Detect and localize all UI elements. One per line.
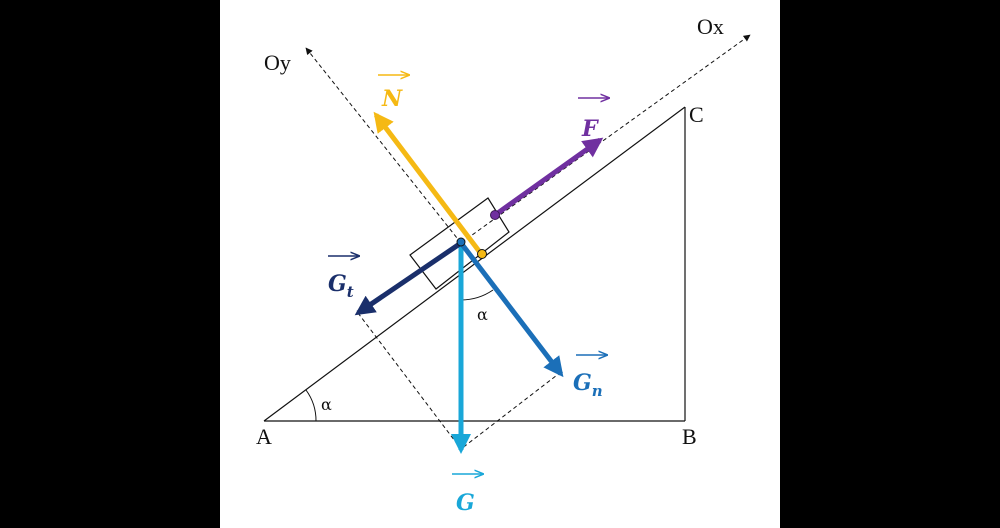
svg-text:F: F: [581, 116, 599, 142]
label-axis-oy: Oy: [264, 50, 291, 75]
canvas-background: [220, 0, 780, 528]
projection-dash-normal: [460, 371, 562, 450]
normal-force-arrow: [373, 111, 484, 257]
label-normal-vector: N: [378, 75, 409, 112]
angle-arc-base: [305, 389, 317, 422]
projection-dash-tangent: [357, 312, 462, 450]
label-angle-block: α: [477, 305, 488, 324]
svg-text:G: G: [456, 490, 475, 516]
applied-force-arrow: [493, 137, 604, 218]
label-force-vector: F: [578, 98, 609, 142]
label-gravity-normal-vector: Gn: [573, 355, 607, 400]
svg-text:Gt: Gt: [328, 271, 354, 301]
svg-text:N: N: [381, 86, 403, 112]
axis-ox-line: [460, 34, 751, 244]
label-vertex-c: C: [689, 102, 704, 127]
gravity-normal-arrow: [459, 241, 564, 378]
svg-text:Gn: Gn: [573, 370, 603, 400]
force-origin-point: [490, 210, 500, 220]
label-vertex-b: B: [682, 424, 697, 449]
block: [409, 197, 510, 290]
label-vertex-a: A: [256, 424, 272, 449]
label-axis-ox: Ox: [697, 14, 724, 39]
normal-origin-point: [477, 249, 487, 259]
label-angle-base: α: [321, 395, 332, 414]
label-gravity-tangent-vector: Gt: [328, 256, 359, 301]
label-gravity-vector: G: [452, 474, 483, 516]
gravity-tangent-arrow: [354, 240, 463, 316]
center-of-mass-point: [456, 237, 466, 247]
